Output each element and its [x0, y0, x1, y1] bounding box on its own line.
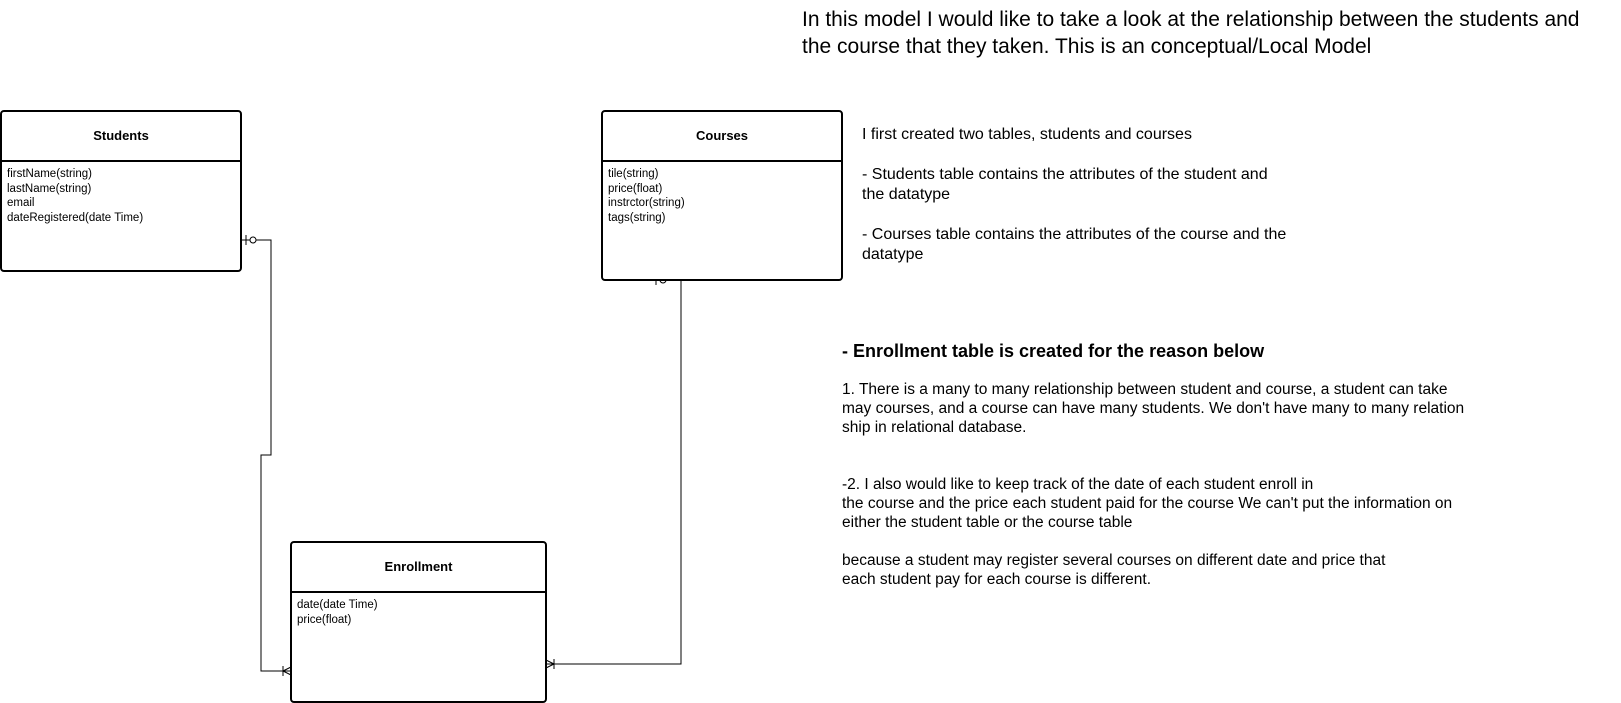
- students-attribute-list: firstName(string) lastName(string) email…: [2, 162, 240, 225]
- students-attribute: dateRegistered(date Time): [7, 211, 144, 224]
- reason-point-3: because a student may register several c…: [842, 552, 1386, 588]
- note-paragraph: I first created two tables, students and…: [862, 126, 1192, 143]
- note-paragraph: - Courses table contains the attributes …: [862, 226, 1287, 263]
- courses-attribute: tags(string): [608, 211, 666, 224]
- courses-attribute: instrctor(string): [608, 197, 685, 209]
- courses-attribute: price(float): [608, 182, 663, 195]
- enrollment-attribute: date(date Time): [297, 599, 378, 611]
- courses-attribute-list: tile(string) price(float) instrctor(stri…: [603, 162, 841, 225]
- reason-point-1: 1. There is a many to many relationship …: [842, 381, 1465, 436]
- enrollment-attribute-list: date(date Time) price(float): [292, 593, 545, 627]
- students-attribute: email: [7, 197, 35, 209]
- enrollment-courses-crowfoot-top: [545, 659, 555, 665]
- courses-entity[interactable]: Courses tile(string) price(float) instrc…: [601, 110, 843, 281]
- students-attribute: lastName(string): [7, 182, 92, 195]
- enrollment-reasons-block: - Enrollment table is created for the re…: [842, 340, 1502, 589]
- courses-enrollment-line: [545, 280, 682, 665]
- courses-attribute: tile(string): [608, 168, 659, 180]
- notes-block: I first created two tables, students and…: [862, 125, 1342, 285]
- enrollment-entity-title: Enrollment: [292, 543, 545, 593]
- enrollment-students-crowfoot-top: [282, 666, 292, 672]
- students-enrollment-line: [242, 239, 291, 672]
- enrollment-courses-crowfoot-bottom: [545, 663, 555, 669]
- enrollment-entity[interactable]: Enrollment date(date Time) price(float): [290, 541, 547, 703]
- enrollment-students-crowfoot-bottom: [282, 670, 292, 676]
- enrollment-attribute: price(float): [297, 613, 352, 626]
- reasons-heading: - Enrollment table is created for the re…: [842, 341, 1265, 361]
- note-paragraph: - Students table contains the attributes…: [862, 166, 1268, 203]
- students-entity[interactable]: Students firstName(string) lastName(stri…: [0, 110, 242, 272]
- courses-entity-title: Courses: [603, 112, 841, 162]
- students-zero-mark: [249, 236, 257, 244]
- intro-text: In this model I would like to take a loo…: [802, 8, 1580, 58]
- students-attribute: firstName(string): [7, 168, 92, 180]
- students-entity-title: Students: [2, 112, 240, 162]
- reason-point-2: -2. I also would like to keep track of t…: [842, 476, 1453, 531]
